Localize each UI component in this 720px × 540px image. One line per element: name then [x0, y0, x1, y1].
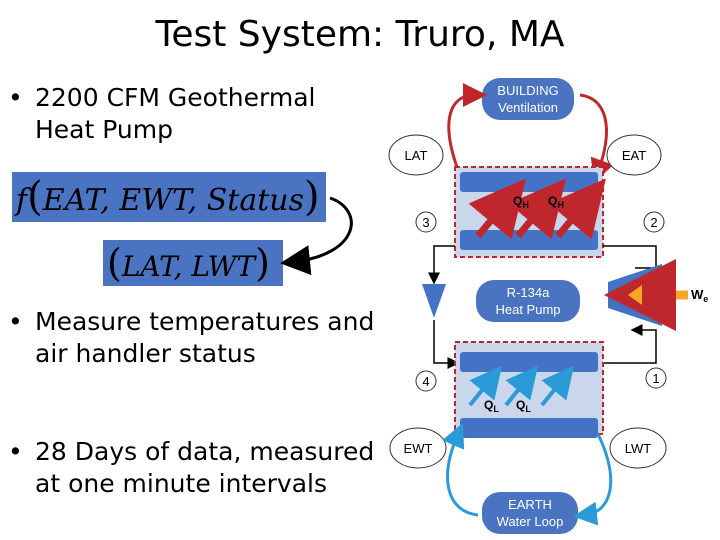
bullet-marker: •: [8, 437, 23, 466]
ql-arrow-1: [468, 365, 503, 407]
water-loop-label: Water Loop: [497, 514, 564, 529]
refrigerant-label: R-134a: [507, 285, 550, 300]
eat-label: EAT: [622, 148, 646, 163]
lat-oval: [388, 134, 444, 176]
refrigerant-line-right-bottom: [603, 324, 657, 364]
lwt-label: LWT: [625, 441, 652, 456]
bullet-marker: •: [8, 307, 23, 336]
work-arrow-head: [628, 285, 642, 305]
ground-supply-arrow: [442, 422, 479, 517]
bullet-text: Measure temperatures and air handler sta…: [35, 307, 375, 368]
qh-arrow-1: [468, 178, 526, 240]
bullet-geothermal: • 2200 CFM Geothermal Heat Pump: [8, 82, 388, 146]
ql-label-2: QL: [516, 398, 531, 414]
state-3-circle: [415, 211, 437, 233]
formula-inputs: EAT, EWT, Status: [42, 183, 304, 218]
bullet-text: 2200 CFM Geothermal Heat Pump: [35, 83, 316, 144]
state-1-label: 1: [652, 371, 659, 386]
earth-water-loop-box: [482, 492, 578, 534]
formula-lparen-2: (: [107, 241, 122, 285]
evaporator-top-bar: [460, 352, 598, 372]
bullet-text: 28 Days of data, measured at one minute …: [35, 437, 375, 498]
building-return-arrow: [579, 93, 614, 184]
building-supply-arrow: [447, 83, 487, 171]
ewt-label: EWT: [404, 441, 433, 456]
heat-pump-label: Heat Pump: [495, 302, 560, 317]
bullet-data-duration: • 28 Days of data, measured at one minut…: [8, 436, 388, 500]
building-ventilation-box: [482, 78, 574, 120]
bullet-measure: • Measure temperatures and air handler s…: [8, 306, 388, 370]
formula-outputs: LAT, LWT: [121, 250, 256, 283]
lwt-oval: [609, 427, 667, 469]
formula-lparen: (: [27, 174, 43, 220]
ql-label-1: QL: [484, 398, 499, 414]
heat-pump-box: [476, 280, 580, 322]
earth-label: EARTH: [508, 497, 552, 512]
work-label: We: [691, 287, 708, 304]
eat-oval: [606, 134, 662, 176]
condenser-top-bar: [460, 172, 598, 192]
qh-arrow-3: [548, 178, 606, 240]
formula-function: f(EAT, EWT, Status): [12, 172, 326, 222]
building-label: BUILDING: [497, 83, 558, 98]
state-4-circle: [415, 370, 437, 392]
state-2-circle: [643, 211, 665, 233]
state-4-label: 4: [422, 374, 429, 389]
refrigerant-line-left-bottom: [433, 320, 460, 369]
ql-arrow-3: [540, 365, 575, 407]
qh-label-2: QH: [548, 194, 564, 210]
formula-f: f: [16, 183, 28, 218]
qh-arrow-2: [508, 178, 566, 240]
lat-label: LAT: [405, 148, 428, 163]
ground-return-arrow: [573, 433, 613, 526]
refrigerant-line-right-top: [603, 245, 657, 269]
state-1-circle: [645, 367, 667, 389]
state-3-label: 3: [422, 215, 429, 230]
qh-label-1: QH: [513, 194, 529, 210]
bullet-marker: •: [8, 83, 23, 112]
expansion-valve-icon: [422, 284, 446, 318]
formula-rparen-2: ): [255, 241, 270, 285]
formula-connector-arrow: [280, 196, 353, 276]
slide-title: Test System: Truro, MA: [155, 14, 565, 55]
ventilation-label: Ventilation: [498, 100, 558, 115]
formula-output: (LAT, LWT): [103, 240, 283, 286]
evaporator-bottom-bar: [460, 418, 598, 438]
refrigerant-line-left-top: [428, 245, 455, 285]
formula-rparen: ): [304, 174, 320, 220]
state-2-label: 2: [650, 215, 657, 230]
ql-arrow-2: [504, 365, 539, 407]
